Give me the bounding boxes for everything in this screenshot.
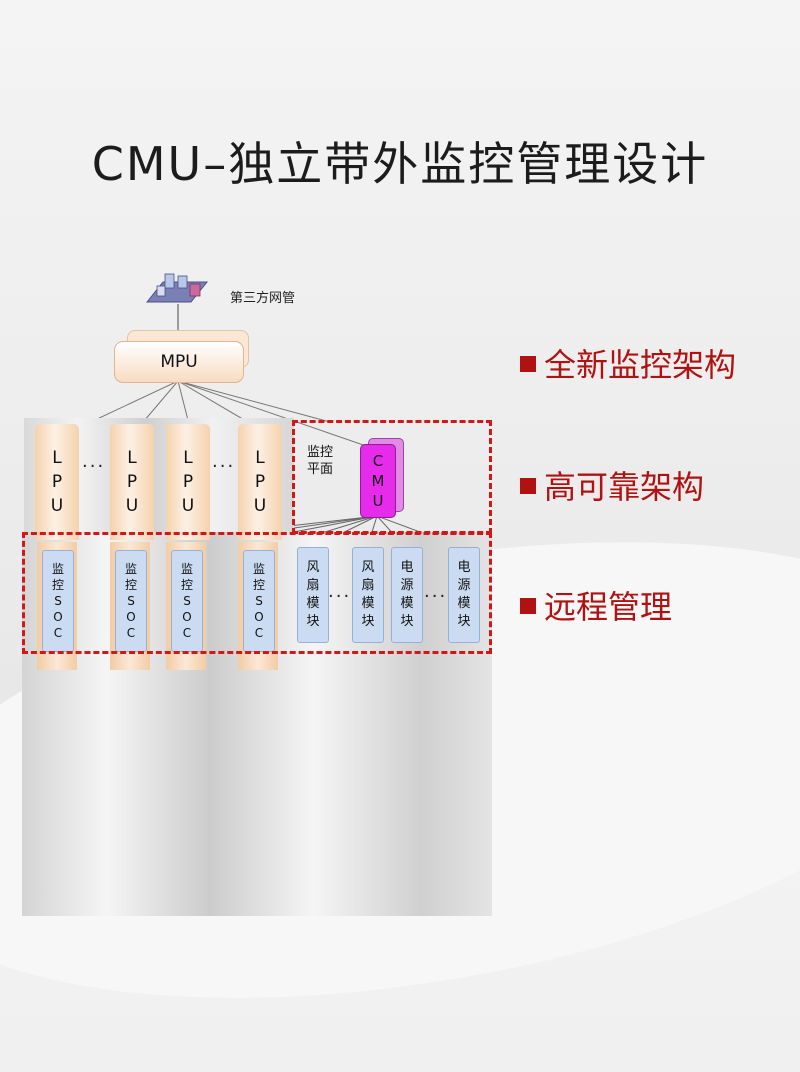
module-char: 块 [361,614,375,629]
lpu-ellipsis: ··· [212,456,236,477]
cmu-dashed-outline [292,420,492,534]
fan-module-card: 风扇模块 [297,547,329,643]
bullet-label: 全新监控架构 [544,346,737,384]
soc-char: 监 [180,562,193,576]
bullet-square-icon [520,356,536,372]
module-char: 块 [457,614,471,629]
soc-char: S [127,594,135,608]
bullet-square-icon [520,598,536,614]
module-char: 风 [306,560,320,575]
soc-char: 控 [124,578,137,592]
module-char: 块 [400,614,414,629]
soc-char: O [53,610,63,624]
module-ellipsis: ··· [424,586,448,607]
module-char: 扇 [306,578,320,593]
monitor-plane-label: 监控 平面 [307,444,333,478]
module-char: 源 [400,578,414,593]
lpu-letter: P [126,472,138,492]
module-char: 模 [400,596,414,611]
third-party-nms-label: 第三方网管 [230,291,296,306]
bullet-square-icon [520,478,536,494]
module-char: 模 [457,596,471,611]
module-char: 块 [306,614,320,629]
cmu-letter: M [371,472,385,490]
soc-char: 控 [51,578,64,592]
bullet-label: 远程管理 [544,588,673,626]
soc-char: 控 [180,578,193,592]
cmu-letter: C [372,452,384,470]
soc-char: 监 [124,562,137,576]
fan-module-card: 风扇模块 [352,547,384,643]
monitor-plane-line: 平面 [307,462,334,477]
module-char: 扇 [361,578,375,593]
lpu-letter: L [183,448,193,468]
module-char: 风 [361,560,375,575]
lpu-letter: L [52,448,62,468]
soc-char: 控 [252,578,265,592]
soc-char: 监 [51,562,64,576]
lpu-letter: U [50,496,64,516]
soc-char: C [254,626,264,640]
soc-char: O [182,610,192,624]
network-management-workstation-icon [145,273,209,303]
cmu-letter: U [372,492,384,510]
lpu-letter: P [51,472,63,492]
lpu-letter: P [182,472,194,492]
lpu-letter: U [125,496,139,516]
lpu-letter: L [255,448,265,468]
soc-char: S [255,594,263,608]
bullet-item: 高可靠架构 [520,462,704,508]
soc-char: C [53,626,63,640]
module-char: 模 [306,596,320,611]
soc-char: S [54,594,62,608]
lpu-ellipsis: ··· [82,456,106,477]
lpu-letter: U [253,496,267,516]
lpu-letter: P [254,472,266,492]
page-title: CMU–独立带外监控管理设计 [91,137,709,191]
power-module-card: 电源模块 [391,547,423,643]
soc-char: S [183,594,191,608]
soc-char: C [182,626,192,640]
module-char: 电 [457,560,471,575]
soc-char: O [254,610,264,624]
lpu-letter: L [127,448,137,468]
mpu-card: MPU [114,341,244,383]
monitor-plane-line: 监控 [307,445,334,460]
soc-char: O [126,610,136,624]
soc-char: C [126,626,136,640]
module-char: 源 [457,578,471,593]
module-char: 模 [361,596,375,611]
bullet-item: 远程管理 [520,582,672,628]
lpu-letter: U [181,496,195,516]
power-module-card: 电源模块 [448,547,480,643]
module-char: 电 [400,560,414,575]
soc-char: 监 [252,562,265,576]
soc-module-dashed-outline [22,532,492,654]
bullet-item: 全新监控架构 [520,340,736,386]
bullet-label: 高可靠架构 [544,468,705,506]
module-ellipsis: ··· [328,586,352,607]
